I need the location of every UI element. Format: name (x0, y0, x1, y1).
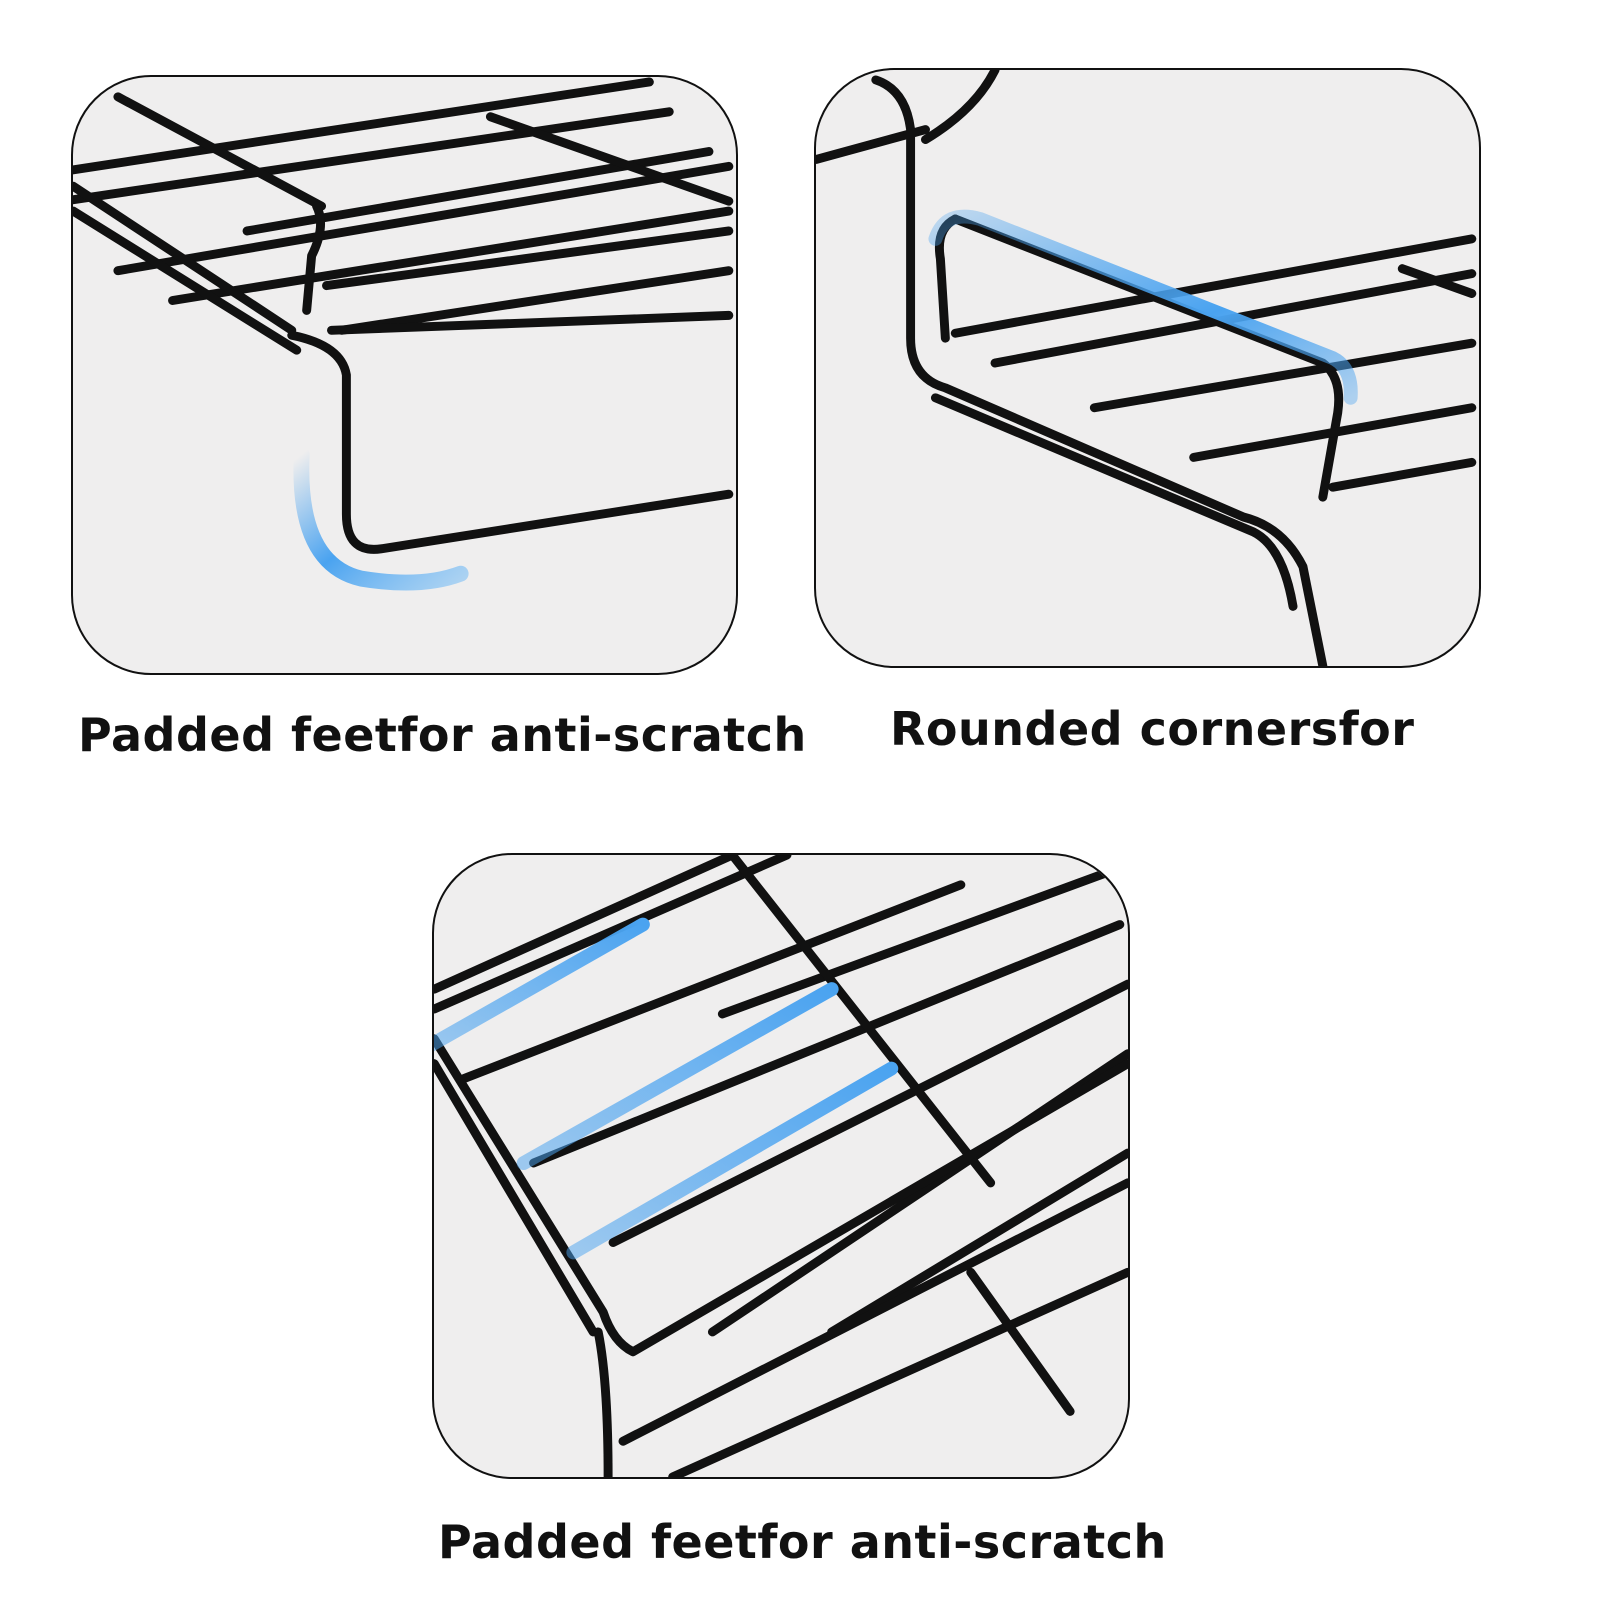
caption-padded-feet-1: Padded feetfor anti-scratch (78, 708, 807, 762)
wire-shelf-corner-photo (816, 70, 1477, 666)
image-panel-padded-feet-grid (432, 853, 1130, 1479)
image-panel-rounded-corners (814, 68, 1481, 668)
wire-shelf-grid-photo (434, 855, 1128, 1477)
image-panel-padded-feet (71, 75, 738, 675)
caption-rounded-corners: Rounded cornersfor (890, 702, 1415, 756)
wire-shelf-leg-photo (73, 77, 734, 591)
caption-padded-feet-2: Padded feetfor anti-scratch (438, 1515, 1167, 1569)
